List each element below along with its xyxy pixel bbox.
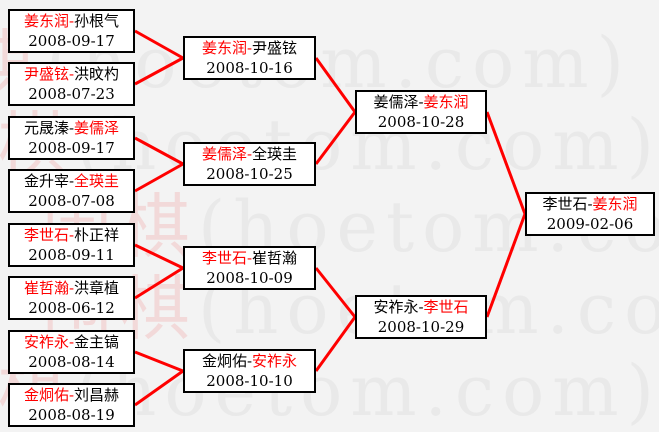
match-date: 2008-09-17 <box>28 32 115 50</box>
match-date: 2008-07-08 <box>28 192 115 210</box>
match-box-final: 李世石-姜东润 2009-02-06 <box>525 192 655 236</box>
match-date: 2009-02-06 <box>546 215 634 233</box>
match-date: 2008-10-09 <box>206 269 293 287</box>
match-date: 2008-10-10 <box>206 372 293 390</box>
match-box-r1-m6: 崔哲瀚-洪章植 2008-06-12 <box>8 276 135 320</box>
match-players: 金升宰-全瑛圭 <box>23 172 120 190</box>
match-box-r2-m4: 金炯佑-安祚永 2008-10-10 <box>183 349 316 393</box>
match-players: 姜东润-孙根气 <box>23 12 120 30</box>
match-players: 李世石-姜东润 <box>542 195 638 213</box>
match-players: 元晟溱-姜儒泽 <box>23 119 120 137</box>
match-date: 2008-07-23 <box>28 85 115 103</box>
match-date: 2008-10-25 <box>206 165 293 183</box>
match-players: 安祚永-金主镐 <box>23 333 120 351</box>
match-date: 2008-09-11 <box>28 246 115 264</box>
match-box-sf-m1: 姜儒泽-姜东润 2008-10-28 <box>355 90 487 134</box>
match-players: 安祚永-李世石 <box>373 298 469 316</box>
match-box-r2-m1: 姜东润-尹盛铉 2008-10-16 <box>183 36 316 80</box>
match-players: 姜东润-尹盛铉 <box>201 39 298 57</box>
match-box-r1-m4: 金升宰-全瑛圭 2008-07-08 <box>8 169 135 213</box>
match-box-r1-m5: 李世石-朴正祥 2008-09-11 <box>8 223 135 267</box>
match-players: 李世石-崔哲瀚 <box>201 249 298 267</box>
match-date: 2008-08-14 <box>28 353 115 371</box>
match-date: 2008-06-12 <box>28 299 115 317</box>
match-date: 2008-10-29 <box>377 318 465 336</box>
match-players: 姜儒泽-全瑛圭 <box>201 145 298 163</box>
match-date: 2008-09-17 <box>28 139 115 157</box>
match-box-r2-m2: 姜儒泽-全瑛圭 2008-10-25 <box>183 142 316 186</box>
match-players: 金炯佑-安祚永 <box>201 352 298 370</box>
match-box-sf-m2: 安祚永-李世石 2008-10-29 <box>355 295 487 339</box>
match-players: 崔哲瀚-洪章植 <box>23 279 120 297</box>
match-box-r1-m1: 姜东润-孙根气 2008-09-17 <box>8 9 135 53</box>
match-players: 金炯佑-刘昌赫 <box>23 386 120 404</box>
match-players: 姜儒泽-姜东润 <box>373 93 469 111</box>
match-box-r1-m3: 元晟溱-姜儒泽 2008-09-17 <box>8 116 135 160</box>
match-box-r1-m7: 安祚永-金主镐 2008-08-14 <box>8 330 135 374</box>
match-players: 李世石-朴正祥 <box>23 226 120 244</box>
match-box-r1-m2: 尹盛铉-洪旼杓 2008-07-23 <box>8 62 135 106</box>
match-date: 2008-10-16 <box>206 59 293 77</box>
match-box-r2-m3: 李世石-崔哲瀚 2008-10-09 <box>183 246 316 290</box>
match-players: 尹盛铉-洪旼杓 <box>23 65 120 83</box>
match-date: 2008-10-28 <box>377 113 465 131</box>
match-box-r1-m8: 金炯佑-刘昌赫 2008-08-19 <box>8 383 135 427</box>
match-date: 2008-08-19 <box>28 406 115 424</box>
